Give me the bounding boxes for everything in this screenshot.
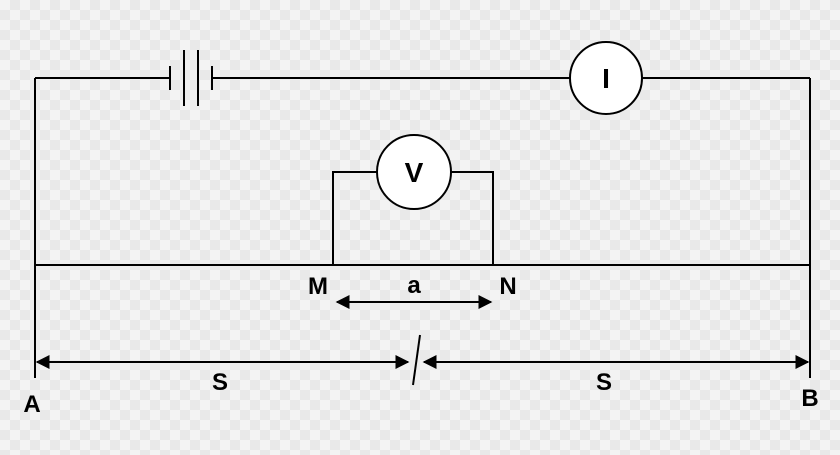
ammeter-label: I <box>602 63 610 94</box>
spacing-right-label: S <box>596 369 612 396</box>
voltmeter-wire-right <box>451 171 494 265</box>
battery-icon <box>169 50 213 106</box>
spacing-mn-label: a <box>407 272 421 299</box>
ammeter-icon <box>569 41 643 115</box>
center-mark <box>412 334 421 386</box>
voltmeter-icon <box>376 134 452 210</box>
electrode-n-label: N <box>499 273 516 300</box>
voltmeter-wire-left <box>332 171 377 265</box>
electrode-a-label: A <box>23 391 40 418</box>
spacing-left-label: S <box>212 369 228 396</box>
voltmeter-label: V <box>405 157 424 188</box>
electrode-m-label: M <box>308 273 328 300</box>
electrode-b-label: B <box>801 385 818 412</box>
